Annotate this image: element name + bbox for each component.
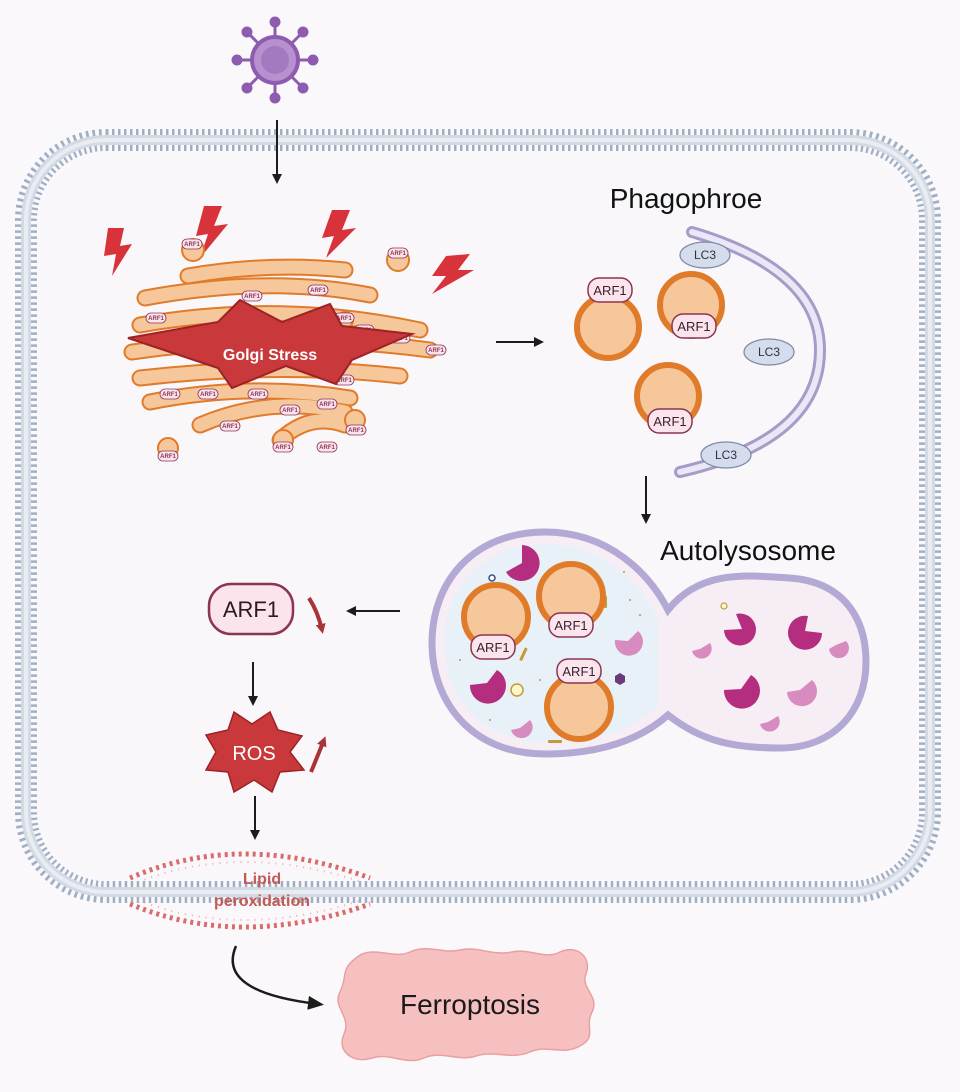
- enzyme-icon: [787, 680, 817, 707]
- lysosomal-enzymes: [469, 545, 849, 739]
- arf1-tag: ARF1: [647, 408, 693, 434]
- arf1-tag: ARF1: [241, 290, 263, 302]
- svg-text:ARF1: ARF1: [148, 316, 164, 322]
- arf1-tag: ARF1: [219, 420, 241, 432]
- svg-text:ARF1: ARF1: [184, 242, 200, 248]
- svg-text:ARF1: ARF1: [319, 402, 335, 408]
- svg-text:ARF1: ARF1: [282, 408, 298, 414]
- svg-text:LC3: LC3: [758, 345, 780, 359]
- autolysosome-title: Autolysosome: [660, 535, 836, 566]
- lightning-bolt-icon: [322, 210, 356, 258]
- lightning-bolt-icon: [196, 206, 228, 258]
- arf1-tag: ARF1: [556, 658, 602, 684]
- svg-text:ARF1: ARF1: [390, 251, 406, 257]
- svg-text:ARF1: ARF1: [223, 597, 279, 622]
- svg-text:ARF1: ARF1: [319, 445, 335, 451]
- autolysosome-particles: [459, 571, 728, 743]
- lc3-tag: LC3: [700, 441, 752, 469]
- lc3-tags: LC3 LC3 LC3: [679, 241, 795, 469]
- enzyme-icon: [614, 631, 643, 656]
- lc3-tag: LC3: [679, 241, 731, 269]
- lightning-bolt-icon: [104, 228, 132, 276]
- enzyme-icon: [723, 675, 760, 709]
- svg-text:ARF1: ARF1: [160, 454, 176, 460]
- svg-text:ARF1: ARF1: [336, 378, 352, 384]
- svg-text:ARF1: ARF1: [162, 392, 178, 398]
- enzyme-icon: [788, 615, 822, 650]
- arf1-tag: ARF1: [387, 247, 409, 259]
- phagophore: [674, 226, 827, 478]
- enzyme-icon: [506, 545, 540, 581]
- enzyme-icon: [692, 643, 712, 659]
- arf1-tag: ARF1: [247, 388, 269, 400]
- arf1-tag: ARF1: [425, 344, 447, 356]
- arf1-tag: ARF1: [145, 312, 167, 324]
- svg-text:LC3: LC3: [715, 448, 737, 462]
- phagophore-title: Phagophroe: [610, 183, 763, 214]
- arf1-tag: ARF1: [316, 441, 338, 453]
- virus-icon: [231, 16, 319, 104]
- arrow-lipid-to-ferroptosis: [231, 945, 324, 1010]
- arf1-tag: ARF1: [279, 404, 301, 416]
- enzyme-icon: [724, 613, 756, 646]
- svg-text:ARF1: ARF1: [562, 664, 595, 679]
- svg-text:ARF1: ARF1: [653, 414, 686, 429]
- svg-text:ARF1: ARF1: [428, 348, 444, 354]
- svg-text:ARF1: ARF1: [677, 319, 710, 334]
- svg-text:ARF1: ARF1: [336, 316, 352, 322]
- enzyme-icon: [511, 720, 533, 739]
- svg-text:ARF1: ARF1: [554, 618, 587, 633]
- svg-text:ARF1: ARF1: [250, 392, 266, 398]
- stress-bolt-icons: [104, 206, 474, 294]
- arf1-tag: ARF1: [671, 313, 717, 339]
- lipid-label-line1: Lipid: [243, 871, 281, 888]
- arf1-tag: ARF1: [157, 450, 179, 462]
- lightning-bolt-icon: [432, 254, 474, 294]
- decrease-arrow-icon: [307, 596, 326, 634]
- lc3-tag: LC3: [743, 338, 795, 366]
- arf1-tag: ARF1: [272, 441, 294, 453]
- cytoplasm: [40, 154, 916, 878]
- arf1-tag: ARF1: [587, 277, 633, 303]
- svg-text:ARF1: ARF1: [200, 392, 216, 398]
- autolysosome-arf1-tags: ARF1 ARF1 ARF1: [470, 612, 602, 684]
- lipid-peroxidation-membrane: Lipid peroxidation: [129, 851, 371, 930]
- arf1-tag: ARF1: [307, 284, 329, 296]
- arf1-node: ARF1: [207, 582, 295, 636]
- lipid-label-line2: peroxidation: [214, 893, 310, 910]
- enzyme-icon: [760, 716, 780, 732]
- enzyme-icon: [469, 670, 506, 704]
- ros-label: ROS: [232, 743, 275, 765]
- svg-text:ARF1: ARF1: [244, 294, 260, 300]
- svg-text:ARF1: ARF1: [593, 283, 626, 298]
- arf1-tag: ARF1: [548, 612, 594, 638]
- arf1-tag: ARF1: [159, 388, 181, 400]
- cell-membrane: [15, 129, 941, 903]
- arf1-tag: ARF1: [345, 424, 367, 436]
- arf1-tag: ARF1: [181, 238, 203, 250]
- enzyme-icon: [829, 641, 849, 659]
- arf1-tag: ARF1: [316, 398, 338, 410]
- increase-arrow-icon: [309, 736, 327, 773]
- arf1-tag: ARF1: [470, 634, 516, 660]
- arf1-tag: ARF1: [197, 388, 219, 400]
- svg-text:ARF1: ARF1: [348, 428, 364, 434]
- ferroptosis-label: Ferroptosis: [400, 989, 540, 1020]
- svg-text:ARF1: ARF1: [310, 288, 326, 294]
- phagophore-arf1-tags: ARF1 ARF1 ARF1: [587, 277, 717, 434]
- svg-text:LC3: LC3: [694, 248, 716, 262]
- svg-text:ARF1: ARF1: [275, 445, 291, 451]
- svg-text:ARF1: ARF1: [476, 640, 509, 655]
- golgi-stress-badge: Golgi Stress: [127, 298, 416, 390]
- svg-text:ARF1: ARF1: [222, 424, 238, 430]
- golgi-stress-label: Golgi Stress: [223, 347, 317, 364]
- ferroptosis-node: Ferroptosis: [337, 948, 595, 1062]
- ros-node: ROS: [204, 710, 306, 794]
